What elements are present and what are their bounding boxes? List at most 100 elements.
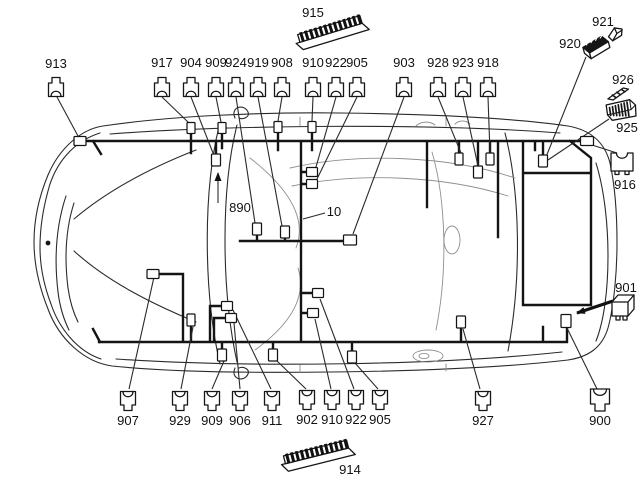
callout-label: 922: [325, 55, 347, 70]
harness-connector: [146, 268, 160, 280]
callout-label: 918: [477, 55, 499, 70]
callout-label: 904: [180, 55, 202, 70]
leader-line: [354, 362, 379, 390]
callout-label: 901: [615, 280, 637, 295]
callout-label: 922: [345, 412, 367, 427]
plug-down-icon: [474, 390, 492, 412]
plug-up-icon: [249, 76, 267, 98]
plug-up-icon: [395, 76, 413, 98]
harness-connector: [311, 287, 325, 299]
pointer-arrow: [576, 299, 614, 315]
terminal-strip-icon: [280, 438, 356, 472]
leader-line: [566, 327, 598, 390]
callout-label: 928: [427, 55, 449, 70]
callout-label: 10: [327, 204, 341, 219]
leader-line: [462, 328, 481, 390]
callout-label: 903: [393, 55, 415, 70]
harness-main-runs: [78, 130, 593, 353]
harness-connector: [267, 348, 279, 362]
harness-connector: [579, 135, 595, 147]
leader-line: [56, 96, 79, 137]
plug-down-icon: [203, 390, 221, 412]
harness-connector: [210, 153, 222, 167]
leader-line: [352, 96, 405, 235]
leader-line: [161, 96, 190, 124]
callout-label: 910: [321, 412, 343, 427]
callout-label: 925: [616, 120, 638, 135]
plug-up-icon: [227, 76, 245, 98]
callout-label: 921: [592, 14, 614, 29]
leader-line: [591, 144, 618, 154]
leader-line: [232, 309, 272, 390]
callout-label: 900: [589, 413, 611, 428]
harness-connector: [251, 222, 263, 236]
leader-line: [235, 96, 256, 224]
leader-line: [316, 96, 358, 180]
callout-label: 915: [302, 5, 324, 20]
leader-line: [315, 96, 337, 168]
callout-label: 910: [302, 55, 324, 70]
callout-label: 923: [452, 55, 474, 70]
callout-label: 911: [262, 413, 283, 428]
leader-line: [215, 96, 222, 123]
leader-line: [302, 212, 326, 220]
connector-points: [73, 120, 595, 364]
plug-up-icon: [479, 76, 497, 98]
callout-label: 927: [472, 413, 494, 428]
callout-label: 920: [559, 36, 581, 51]
harness-connector: [220, 300, 234, 312]
callout-label: 914: [339, 462, 361, 477]
harness-connector: [485, 152, 495, 166]
harness-connector: [305, 178, 319, 190]
harness-connector: [537, 154, 549, 168]
car-interior-lines: [249, 116, 516, 373]
car-body-outline: [33, 106, 618, 380]
callout-label: 926: [612, 72, 634, 87]
plug-large-down-icon: [589, 388, 611, 412]
callout-label: 917: [151, 55, 173, 70]
harness-connector: [186, 121, 196, 135]
callout-label: 909: [205, 55, 227, 70]
plug-down-icon: [263, 390, 281, 412]
callout-label: 905: [346, 55, 368, 70]
harness-connector: [306, 307, 320, 319]
harness-connector: [472, 165, 484, 179]
connector-block-icon: [582, 34, 611, 60]
harness-connector: [73, 135, 87, 147]
callout-label: 907: [117, 413, 139, 428]
callout-label: 924: [225, 55, 247, 70]
harness-connector: [454, 152, 464, 166]
leader-line: [311, 96, 314, 122]
plug-up-icon: [327, 76, 345, 98]
callout-label: 909: [201, 413, 223, 428]
harness-connector: [455, 315, 467, 329]
callout-label: 913: [45, 56, 67, 71]
callout-label: 919: [247, 55, 269, 70]
leader-lines: [56, 56, 618, 390]
plug-up-icon: [153, 76, 171, 98]
callout-label: 890: [229, 200, 251, 215]
callout-label: 916: [614, 177, 636, 192]
plug-up-icon: [454, 76, 472, 98]
plug-down-icon: [231, 390, 249, 412]
callout-label: 905: [369, 412, 391, 427]
callout-label: 908: [271, 55, 293, 70]
plug-up-icon: [429, 76, 447, 98]
socket-icon: [610, 152, 634, 176]
plug-up-icon: [304, 76, 322, 98]
front-grommet-dot: [45, 240, 51, 246]
leader-line: [437, 96, 462, 154]
leader-line: [487, 96, 491, 154]
car-panel-lines: [39, 106, 609, 380]
interior-curves: [249, 116, 516, 373]
leader-line: [128, 276, 155, 390]
leader-line: [314, 318, 332, 390]
harness-connector: [216, 348, 228, 362]
ribbed-connector-icon: [605, 99, 637, 121]
callout-label: 906: [229, 413, 251, 428]
plug-up-icon: [207, 76, 225, 98]
terminal-strip-icon: [295, 14, 370, 51]
